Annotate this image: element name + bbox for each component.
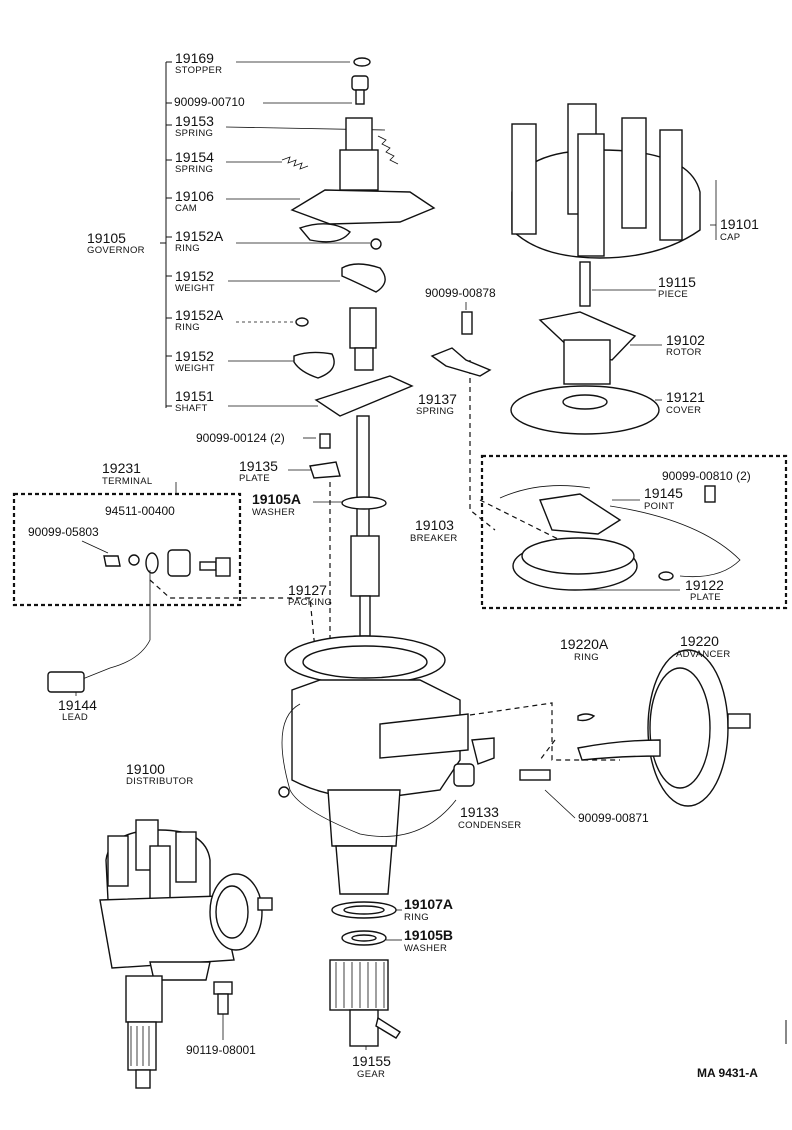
part-number-19144: 19144	[58, 697, 97, 713]
part-number-19115: 19115	[658, 274, 696, 290]
part-name-19133: CONDENSER	[458, 820, 522, 831]
part-number-90099-00810: 90099-00810 (2)	[662, 469, 751, 483]
part-name-19121: COVER	[666, 405, 702, 416]
part-name-19105A: WASHER	[252, 507, 296, 518]
part-name-19169: STOPPER	[175, 65, 223, 76]
figure-id: MA 9431-A	[697, 1066, 758, 1080]
part-name-19152A-upper: RING	[175, 243, 200, 254]
part-number-19105: 19105	[87, 230, 126, 246]
part-number-19127: 19127	[288, 582, 327, 598]
part-name-19152-lower: WEIGHT	[175, 363, 215, 374]
part-number-19102: 19102	[666, 332, 705, 348]
part-name-19115: PIECE	[658, 289, 689, 300]
part-number-19155: 19155	[352, 1053, 391, 1069]
part-number-90119-08001: 90119-08001	[186, 1043, 256, 1057]
part-name-19107A: RING	[404, 912, 429, 923]
governor-bracket	[160, 61, 172, 408]
part-number-19122: 19122	[685, 577, 724, 593]
part-name-19137: SPRING	[416, 406, 455, 417]
breaker-group-box	[480, 454, 788, 610]
part-name-19144: LEAD	[62, 712, 89, 723]
gear-washers	[329, 901, 401, 1047]
reference-dash-lines	[149, 360, 620, 761]
part-number-19101: 19101	[720, 216, 759, 232]
part-name-19220A: RING	[574, 652, 599, 663]
part-name-19152A-lower: RING	[175, 322, 200, 333]
cap-rotor-cover	[430, 103, 701, 435]
housing	[278, 635, 551, 895]
part-number-19231: 19231	[102, 460, 141, 476]
part-number-19220: 19220	[680, 633, 719, 649]
part-name-19102: ROTOR	[666, 347, 702, 358]
part-name-19105: GOVERNOR	[87, 245, 145, 256]
part-number-19152-upper: 19152	[175, 268, 214, 284]
terminal-parts	[47, 549, 231, 693]
part-name-19220: ADVANCER	[676, 649, 731, 660]
part-number-19135: 19135	[239, 458, 278, 474]
part-number-19106: 19106	[175, 188, 214, 204]
part-number-19152A-lower: 19152A	[175, 307, 224, 323]
part-number-19105A: 19105A	[252, 491, 302, 507]
part-number-19154: 19154	[175, 149, 214, 165]
part-name-19127: PACKING	[288, 597, 333, 608]
part-number-90099-00878: 90099-00878	[425, 286, 496, 300]
part-number-90099-00710: 90099-00710	[174, 95, 245, 109]
part-name-19145: POINT	[644, 501, 675, 512]
part-number-19152-lower: 19152	[175, 348, 214, 364]
part-number-19220A: 19220A	[560, 636, 609, 652]
part-name-19122: PLATE	[690, 592, 721, 603]
part-number-19152A-upper: 19152A	[175, 228, 224, 244]
part-number-19153: 19153	[175, 113, 214, 129]
breaker-parts	[499, 485, 741, 591]
part-number-90099-05803: 90099-05803	[28, 525, 99, 539]
assembled-distributor	[99, 819, 273, 1089]
terminal-group-box	[12, 492, 242, 607]
part-name-19231: TERMINAL	[102, 476, 153, 487]
part-number-19151: 19151	[175, 388, 214, 404]
governor-parts	[281, 57, 436, 637]
advancer	[577, 649, 751, 807]
part-number-19105B: 19105B	[404, 927, 454, 943]
part-name-19100: DISTRIBUTOR	[126, 776, 194, 787]
part-name-19101: CAP	[720, 232, 741, 243]
part-number-19133: 19133	[460, 804, 499, 820]
part-number-19137: 19137	[418, 391, 457, 407]
part-name-19135: PLATE	[239, 473, 270, 484]
part-number-19169: 19169	[175, 50, 214, 66]
part-name-19152-upper: WEIGHT	[175, 283, 215, 294]
part-name-19151: SHAFT	[175, 403, 208, 414]
part-name-19155: GEAR	[357, 1069, 386, 1080]
part-name-19153: SPRING	[175, 128, 214, 139]
part-number-19103: 19103	[415, 517, 454, 533]
part-number-19100: 19100	[126, 761, 165, 777]
part-number-19121: 19121	[666, 389, 705, 405]
part-name-19103: BREAKER	[410, 533, 458, 544]
part-name-19105B: WASHER	[404, 943, 448, 954]
part-name-19106: CAM	[175, 203, 198, 214]
part-number-19145: 19145	[644, 485, 683, 501]
part-number-90099-00871: 90099-00871	[578, 811, 649, 825]
part-number-90099-00124: 90099-00124 (2)	[196, 431, 285, 445]
part-number-94511-00400: 94511-00400	[105, 504, 175, 518]
part-name-19154: SPRING	[175, 164, 214, 175]
part-number-19107A: 19107A	[404, 896, 454, 912]
